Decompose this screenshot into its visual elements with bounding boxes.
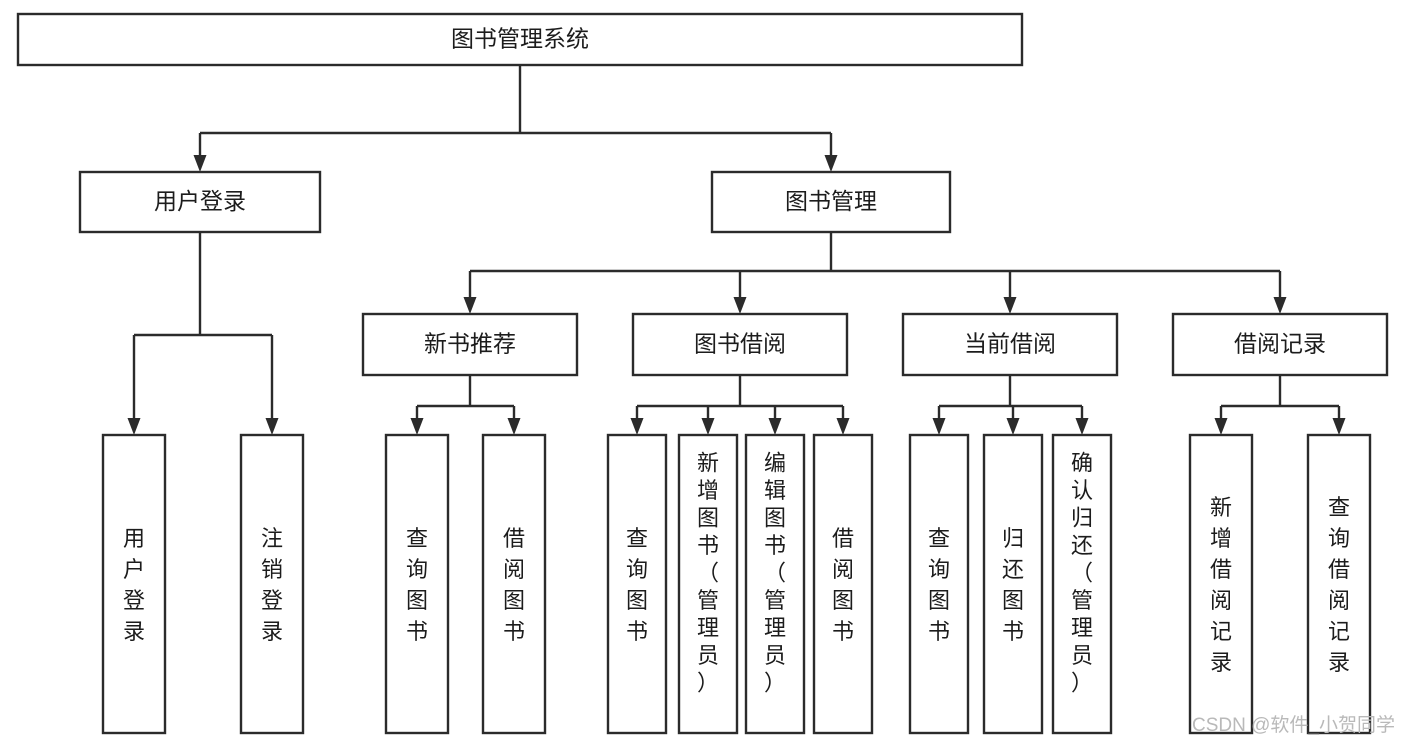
node-label-leaf-bw-add-book: 新增图书（管理员）: [697, 450, 719, 695]
connector-book-borrow-bus: [630, 375, 850, 435]
nodes-layer: 图书管理系统用户登录图书管理新书推荐图书借阅当前借阅借阅记录用户登录注销登录查询…: [16, 12, 1389, 735]
connector-book-manage-bus: [463, 232, 1287, 314]
node-label-leaf-bw-borrow-book: 借阅图书: [832, 526, 854, 644]
node-label-leaf-cb-confirm-return: 确认归还（管理员）: [1071, 450, 1093, 695]
connector-current-borrow-bus: [932, 375, 1089, 435]
node-leaf-bw-add-book[interactable]: 新增图书（管理员）: [677, 433, 739, 735]
arrow-head-current-borrow: [1003, 297, 1017, 314]
node-box-borrow-record[interactable]: [1171, 312, 1389, 377]
node-label-current-borrow: 当前借阅: [964, 331, 1056, 357]
arrow-head-leaf-bw-edit-book: [768, 418, 782, 435]
node-root[interactable]: 图书管理系统: [16, 12, 1024, 67]
node-label-leaf-rec-borrow-book: 借阅图书: [503, 526, 525, 644]
node-leaf-cb-return-book[interactable]: 归还图书: [982, 433, 1044, 735]
arrow-head-leaf-br-query-record: [1332, 418, 1346, 435]
node-book-manage[interactable]: 图书管理: [710, 170, 952, 234]
node-leaf-rec-borrow-book[interactable]: 借阅图书: [481, 433, 547, 735]
arrow-head-leaf-cb-confirm-return: [1075, 418, 1089, 435]
node-box-user-login[interactable]: [78, 170, 322, 234]
node-box-leaf-br-query-record[interactable]: [1306, 433, 1372, 735]
node-box-leaf-cb-confirm-return[interactable]: [1051, 433, 1113, 735]
node-label-leaf-bw-edit-book: 编辑图书（管理员）: [764, 450, 786, 695]
node-box-new-book-rec[interactable]: [361, 312, 579, 377]
node-leaf-bw-borrow-book[interactable]: 借阅图书: [812, 433, 874, 735]
node-label-leaf-user-logout: 注销登录: [261, 526, 283, 644]
connector-root-bus: [193, 65, 838, 172]
node-box-root[interactable]: [16, 12, 1024, 67]
node-box-leaf-rec-borrow-book[interactable]: [481, 433, 547, 735]
node-label-leaf-rec-query-book: 查询图书: [406, 526, 428, 644]
node-user-login[interactable]: 用户登录: [78, 170, 322, 234]
node-book-borrow[interactable]: 图书借阅: [631, 312, 849, 377]
node-box-leaf-cb-return-book[interactable]: [982, 433, 1044, 735]
connector-user-login-bus: [127, 232, 279, 435]
node-leaf-user-logout[interactable]: 注销登录: [239, 433, 305, 735]
connector-new-book-rec-bus: [410, 375, 521, 435]
node-label-leaf-cb-query-book: 查询图书: [928, 526, 950, 644]
arrow-head-leaf-user-logout: [265, 418, 279, 435]
node-leaf-rec-query-book[interactable]: 查询图书: [384, 433, 450, 735]
node-leaf-user-login[interactable]: 用户登录: [101, 433, 167, 735]
node-leaf-cb-confirm-return[interactable]: 确认归还（管理员）: [1051, 433, 1113, 735]
arrow-head-leaf-bw-add-book: [701, 418, 715, 435]
node-label-book-borrow: 图书借阅: [694, 331, 786, 357]
arrow-head-book-borrow: [733, 297, 747, 314]
node-leaf-bw-edit-book[interactable]: 编辑图书（管理员）: [744, 433, 806, 735]
node-box-leaf-user-logout[interactable]: [239, 433, 305, 735]
csdn-watermark: CSDN @软件_小贺同学: [1192, 714, 1395, 736]
node-leaf-cb-query-book[interactable]: 查询图书: [908, 433, 970, 735]
node-label-leaf-cb-return-book: 归还图书: [1002, 526, 1024, 644]
node-label-book-manage: 图书管理: [785, 188, 877, 214]
node-label-new-book-rec: 新书推荐: [424, 331, 516, 357]
node-label-leaf-user-login: 用户登录: [123, 526, 145, 644]
node-box-leaf-bw-query-book[interactable]: [606, 433, 668, 735]
arrow-head-new-book-rec: [463, 297, 477, 314]
arrow-head-user-login: [193, 155, 207, 172]
arrow-head-leaf-cb-return-book: [1006, 418, 1020, 435]
node-box-leaf-cb-query-book[interactable]: [908, 433, 970, 735]
connectors-layer: [127, 65, 1346, 435]
connector-borrow-record-bus: [1214, 375, 1346, 435]
arrow-head-leaf-bw-query-book: [630, 418, 644, 435]
node-label-leaf-bw-query-book: 查询图书: [626, 526, 648, 644]
arrow-head-leaf-bw-borrow-book: [836, 418, 850, 435]
arrow-head-borrow-record: [1273, 297, 1287, 314]
node-box-leaf-rec-query-book[interactable]: [384, 433, 450, 735]
node-label-root: 图书管理系统: [451, 26, 589, 52]
node-box-current-borrow[interactable]: [901, 312, 1119, 377]
node-box-leaf-user-login[interactable]: [101, 433, 167, 735]
node-label-leaf-br-add-record: 新增借阅记录: [1210, 495, 1232, 675]
node-new-book-rec[interactable]: 新书推荐: [361, 312, 579, 377]
node-box-book-borrow[interactable]: [631, 312, 849, 377]
node-box-leaf-br-add-record[interactable]: [1188, 433, 1254, 735]
arrow-head-leaf-rec-borrow-book: [507, 418, 521, 435]
node-current-borrow[interactable]: 当前借阅: [901, 312, 1119, 377]
node-box-leaf-bw-add-book[interactable]: [677, 433, 739, 735]
node-box-leaf-bw-borrow-book[interactable]: [812, 433, 874, 735]
arrow-head-leaf-rec-query-book: [410, 418, 424, 435]
node-box-book-manage[interactable]: [710, 170, 952, 234]
node-label-leaf-br-query-record: 查询借阅记录: [1328, 495, 1350, 675]
node-leaf-br-add-record[interactable]: 新增借阅记录: [1188, 433, 1254, 735]
node-label-user-login: 用户登录: [154, 188, 246, 214]
arrow-head-leaf-br-add-record: [1214, 418, 1228, 435]
arrow-head-leaf-cb-query-book: [932, 418, 946, 435]
node-borrow-record[interactable]: 借阅记录: [1171, 312, 1389, 377]
arrow-head-leaf-user-login: [127, 418, 141, 435]
node-box-leaf-bw-edit-book[interactable]: [744, 433, 806, 735]
node-label-borrow-record: 借阅记录: [1234, 331, 1326, 357]
node-leaf-bw-query-book[interactable]: 查询图书: [606, 433, 668, 735]
node-leaf-br-query-record[interactable]: 查询借阅记录: [1306, 433, 1372, 735]
arrow-head-book-manage: [824, 155, 838, 172]
